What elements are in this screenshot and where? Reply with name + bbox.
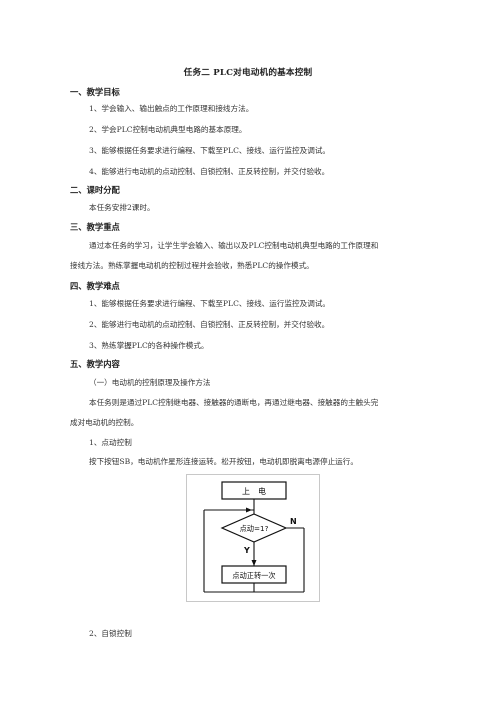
section-heading-objectives: 一、教学目标 [70, 87, 120, 97]
content-line: 本任务则是通过PLC控制继电器、接触器的通断电，再通过继电器、接触器的主触头完 [89, 398, 379, 407]
difficulty-item: 3、熟练掌握PLC的各种操作模式。 [89, 341, 209, 350]
flowchart-frame [186, 474, 320, 602]
yes-label: Y [243, 546, 250, 555]
start-label: 上 电 [242, 486, 266, 496]
section-heading-content: 五、教学内容 [70, 359, 120, 369]
difficulty-item: 2、能够进行电动机的点动控制、自锁控制、正反转控制，并交付验收。 [89, 320, 330, 329]
content-item-self-lock: 2、自锁控制 [89, 629, 132, 638]
content-line: 成对电动机的控制。 [70, 418, 139, 427]
content-item-jog-text: 按下按钮SB，电动机作星形连接运转。松开按钮，电动机即脱离电源停止运行。 [89, 457, 358, 466]
key-points-line: 通过本任务的学习，让学生学会输入、输出以及PLC控制电动机典型电路的工作原理和 [89, 241, 379, 250]
objective-item: 3、能够根据任务要求进行编程、下载至PLC、接线、运行监控及调试。 [89, 146, 331, 155]
page-title: 任务二 PLC对电动机的基本控制 [183, 68, 313, 78]
content-subheading: （一）电动机的控制原理及操作方法 [89, 378, 211, 387]
content-item-jog: 1、点动控制 [89, 438, 132, 447]
jog-control-flowchart: 上 电 点动=1? N Y 点动正转一次 [186, 474, 320, 602]
key-points-line: 接线方法。熟练掌握电动机的控制过程并会验收，熟悉PLC的操作模式。 [70, 261, 314, 270]
objective-item: 4、能够进行电动机的点动控制、自锁控制、正反转控制，并交付验收。 [89, 167, 330, 176]
section-heading-difficulties: 四、教学难点 [70, 281, 120, 291]
decision-label: 点动=1? [240, 524, 269, 533]
arrow-head [246, 507, 252, 513]
objective-item: 2、学会PLC控制电动机典型电路的基本原理。 [89, 125, 247, 134]
arrow-head [251, 560, 257, 566]
process-label: 点动正转一次 [232, 571, 275, 580]
schedule-text: 本任务安排2课时。 [89, 203, 155, 212]
section-heading-schedule: 二、课时分配 [70, 185, 120, 195]
section-heading-key-points: 三、教学重点 [70, 222, 120, 232]
difficulty-item: 1、能够根据任务要求进行编程、下载至PLC、接线、运行监控及调试。 [89, 299, 331, 308]
no-label: N [290, 517, 297, 526]
objective-item: 1、学会输入、输出触点的工作原理和接线方法。 [89, 104, 254, 113]
